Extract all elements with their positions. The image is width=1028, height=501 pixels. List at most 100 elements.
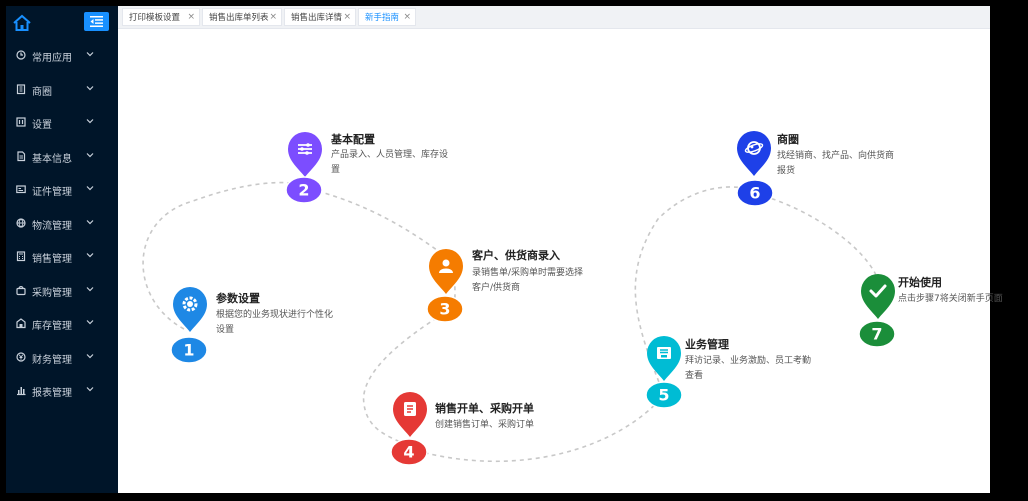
document-icon bbox=[17, 150, 26, 161]
chevron-down-icon bbox=[86, 387, 94, 392]
chevron-down-icon bbox=[86, 253, 94, 258]
step-description: 根据您的业务现状进行个性化设置 bbox=[216, 310, 334, 335]
tab-3[interactable]: 新手指南× bbox=[358, 8, 416, 26]
step-number: 2 bbox=[298, 181, 309, 200]
home-icon[interactable] bbox=[12, 13, 32, 33]
step-number: 5 bbox=[658, 386, 669, 405]
sidebar-item-5[interactable]: 物流管理 bbox=[6, 207, 118, 241]
step-title: 商圈 bbox=[777, 133, 799, 146]
tab-label: 销售出库详情 bbox=[291, 13, 343, 23]
sidebar: 常用应用商圈设置基本信息证件管理物流管理销售管理采购管理库存管理财务管理报表管理 bbox=[6, 6, 118, 493]
sidebar-item-3[interactable]: 基本信息 bbox=[6, 140, 118, 174]
step-number-badge[interactable] bbox=[645, 381, 683, 409]
tab-bar: 打印模板设置×销售出库单列表×销售出库详情×新手指南× bbox=[118, 6, 990, 29]
menu-collapse-button[interactable] bbox=[84, 12, 109, 31]
bag-icon bbox=[16, 285, 26, 295]
chevron-down-icon bbox=[86, 286, 94, 291]
close-icon[interactable]: × bbox=[269, 12, 277, 22]
close-icon[interactable]: × bbox=[187, 12, 195, 22]
step-title: 参数设置 bbox=[216, 292, 260, 305]
sidebar-item-label: 证件管理 bbox=[32, 187, 72, 198]
sidebar-item-0[interactable]: 常用应用 bbox=[6, 39, 118, 73]
id-card-icon bbox=[16, 185, 26, 194]
chevron-down-icon bbox=[86, 119, 94, 124]
inbox-icon bbox=[657, 347, 671, 359]
calculator-icon bbox=[16, 251, 26, 262]
user-icon bbox=[439, 259, 453, 273]
tab-1[interactable]: 销售出库单列表× bbox=[202, 8, 282, 26]
app-window: 常用应用商圈设置基本信息证件管理物流管理销售管理采购管理库存管理财务管理报表管理… bbox=[6, 6, 1003, 493]
sidebar-item-7[interactable]: 采购管理 bbox=[6, 274, 118, 308]
chevron-down-icon bbox=[86, 320, 94, 325]
sidebar-item-label: 设置 bbox=[32, 120, 52, 131]
step-title: 开始使用 bbox=[898, 276, 942, 289]
chevron-down-icon bbox=[86, 152, 94, 157]
step-number: 4 bbox=[403, 443, 414, 462]
step-number-badge[interactable] bbox=[858, 320, 896, 348]
step-number-badge[interactable] bbox=[426, 295, 464, 323]
planet-icon bbox=[744, 141, 764, 155]
guide-diagram: 1 2 3 4 5 6 7 bbox=[142, 131, 896, 466]
chevron-down-icon bbox=[86, 219, 94, 224]
step-description: 点击步骤7将关闭新手页面 bbox=[898, 294, 1003, 304]
sidebar-item-label: 商圈 bbox=[32, 86, 52, 98]
step-7[interactable]: 7 bbox=[858, 274, 896, 348]
close-icon[interactable]: × bbox=[403, 12, 411, 22]
sidebar-item-label: 物流管理 bbox=[32, 220, 72, 232]
sidebar-menu: 常用应用商圈设置基本信息证件管理物流管理销售管理采购管理库存管理财务管理报表管理 bbox=[6, 39, 118, 408]
chevron-down-icon bbox=[86, 52, 94, 57]
step-number: 7 bbox=[871, 325, 882, 344]
step-description: 录销售单/采购单时需要选择客户/供货商 bbox=[472, 268, 584, 293]
sidebar-item-2[interactable]: 设置 bbox=[6, 106, 118, 140]
tab-label: 销售出库单列表 bbox=[209, 13, 269, 23]
settings-icon bbox=[16, 117, 26, 127]
step-2[interactable]: 2 bbox=[285, 132, 323, 204]
step-title: 基本配置 bbox=[331, 133, 375, 146]
step-number-badge[interactable] bbox=[170, 336, 208, 364]
tab-label: 打印模板设置 bbox=[129, 13, 181, 23]
sidebar-item-10[interactable]: 报表管理 bbox=[6, 374, 118, 408]
step-4[interactable]: 4 bbox=[390, 392, 428, 466]
step-pin bbox=[173, 287, 207, 332]
step-title: 业务管理 bbox=[685, 338, 729, 351]
step-number-badge[interactable] bbox=[285, 176, 323, 204]
receipt-icon bbox=[404, 402, 416, 416]
sidebar-item-4[interactable]: 证件管理 bbox=[6, 173, 118, 207]
step-1[interactable]: 1 bbox=[170, 287, 208, 364]
step-number: 1 bbox=[183, 341, 194, 360]
sidebar-item-6[interactable]: 销售管理 bbox=[6, 240, 118, 274]
chevron-down-icon bbox=[86, 85, 94, 90]
sidebar-item-label: 销售管理 bbox=[32, 254, 72, 265]
tab-0[interactable]: 打印模板设置 × bbox=[122, 8, 200, 26]
step-6[interactable]: 6 bbox=[736, 131, 774, 207]
step-number-badge[interactable] bbox=[390, 438, 428, 466]
bar-chart-icon bbox=[17, 387, 26, 396]
tab-label: 新手指南 bbox=[365, 13, 400, 23]
step-3[interactable]: 3 bbox=[426, 249, 464, 323]
gear-icon bbox=[182, 296, 198, 312]
close-icon[interactable]: × bbox=[343, 12, 351, 22]
sidebar-item-9[interactable]: 财务管理 bbox=[6, 341, 118, 375]
sidebar-item-label: 报表管理 bbox=[32, 388, 72, 399]
step-description: 找经销商、找产品、向供货商报货 bbox=[777, 151, 895, 176]
step-description: 产品录入、人员管理、库存设置 bbox=[331, 150, 449, 175]
check-icon bbox=[869, 284, 887, 298]
tab-2[interactable]: 销售出库详情× bbox=[284, 8, 356, 26]
sidebar-item-label: 采购管理 bbox=[32, 287, 72, 299]
sidebar-item-8[interactable]: 库存管理 bbox=[6, 307, 118, 341]
chevron-down-icon bbox=[86, 186, 94, 191]
step-description: 创建销售订单、采购订单 bbox=[435, 420, 535, 430]
step-pin bbox=[288, 132, 322, 177]
sliders-icon bbox=[298, 143, 312, 155]
sidebar-item-1[interactable]: 商圈 bbox=[6, 73, 118, 107]
building-icon bbox=[16, 83, 26, 94]
step-pin bbox=[861, 274, 895, 319]
step-number: 6 bbox=[749, 184, 760, 203]
step-number-badge[interactable] bbox=[736, 179, 774, 207]
step-number: 3 bbox=[439, 300, 450, 319]
sidebar-item-label: 财务管理 bbox=[32, 354, 72, 366]
chevron-down-icon bbox=[86, 353, 94, 358]
yen-icon bbox=[16, 351, 26, 362]
sidebar-header bbox=[6, 6, 118, 39]
step-5[interactable]: 5 bbox=[645, 336, 683, 409]
